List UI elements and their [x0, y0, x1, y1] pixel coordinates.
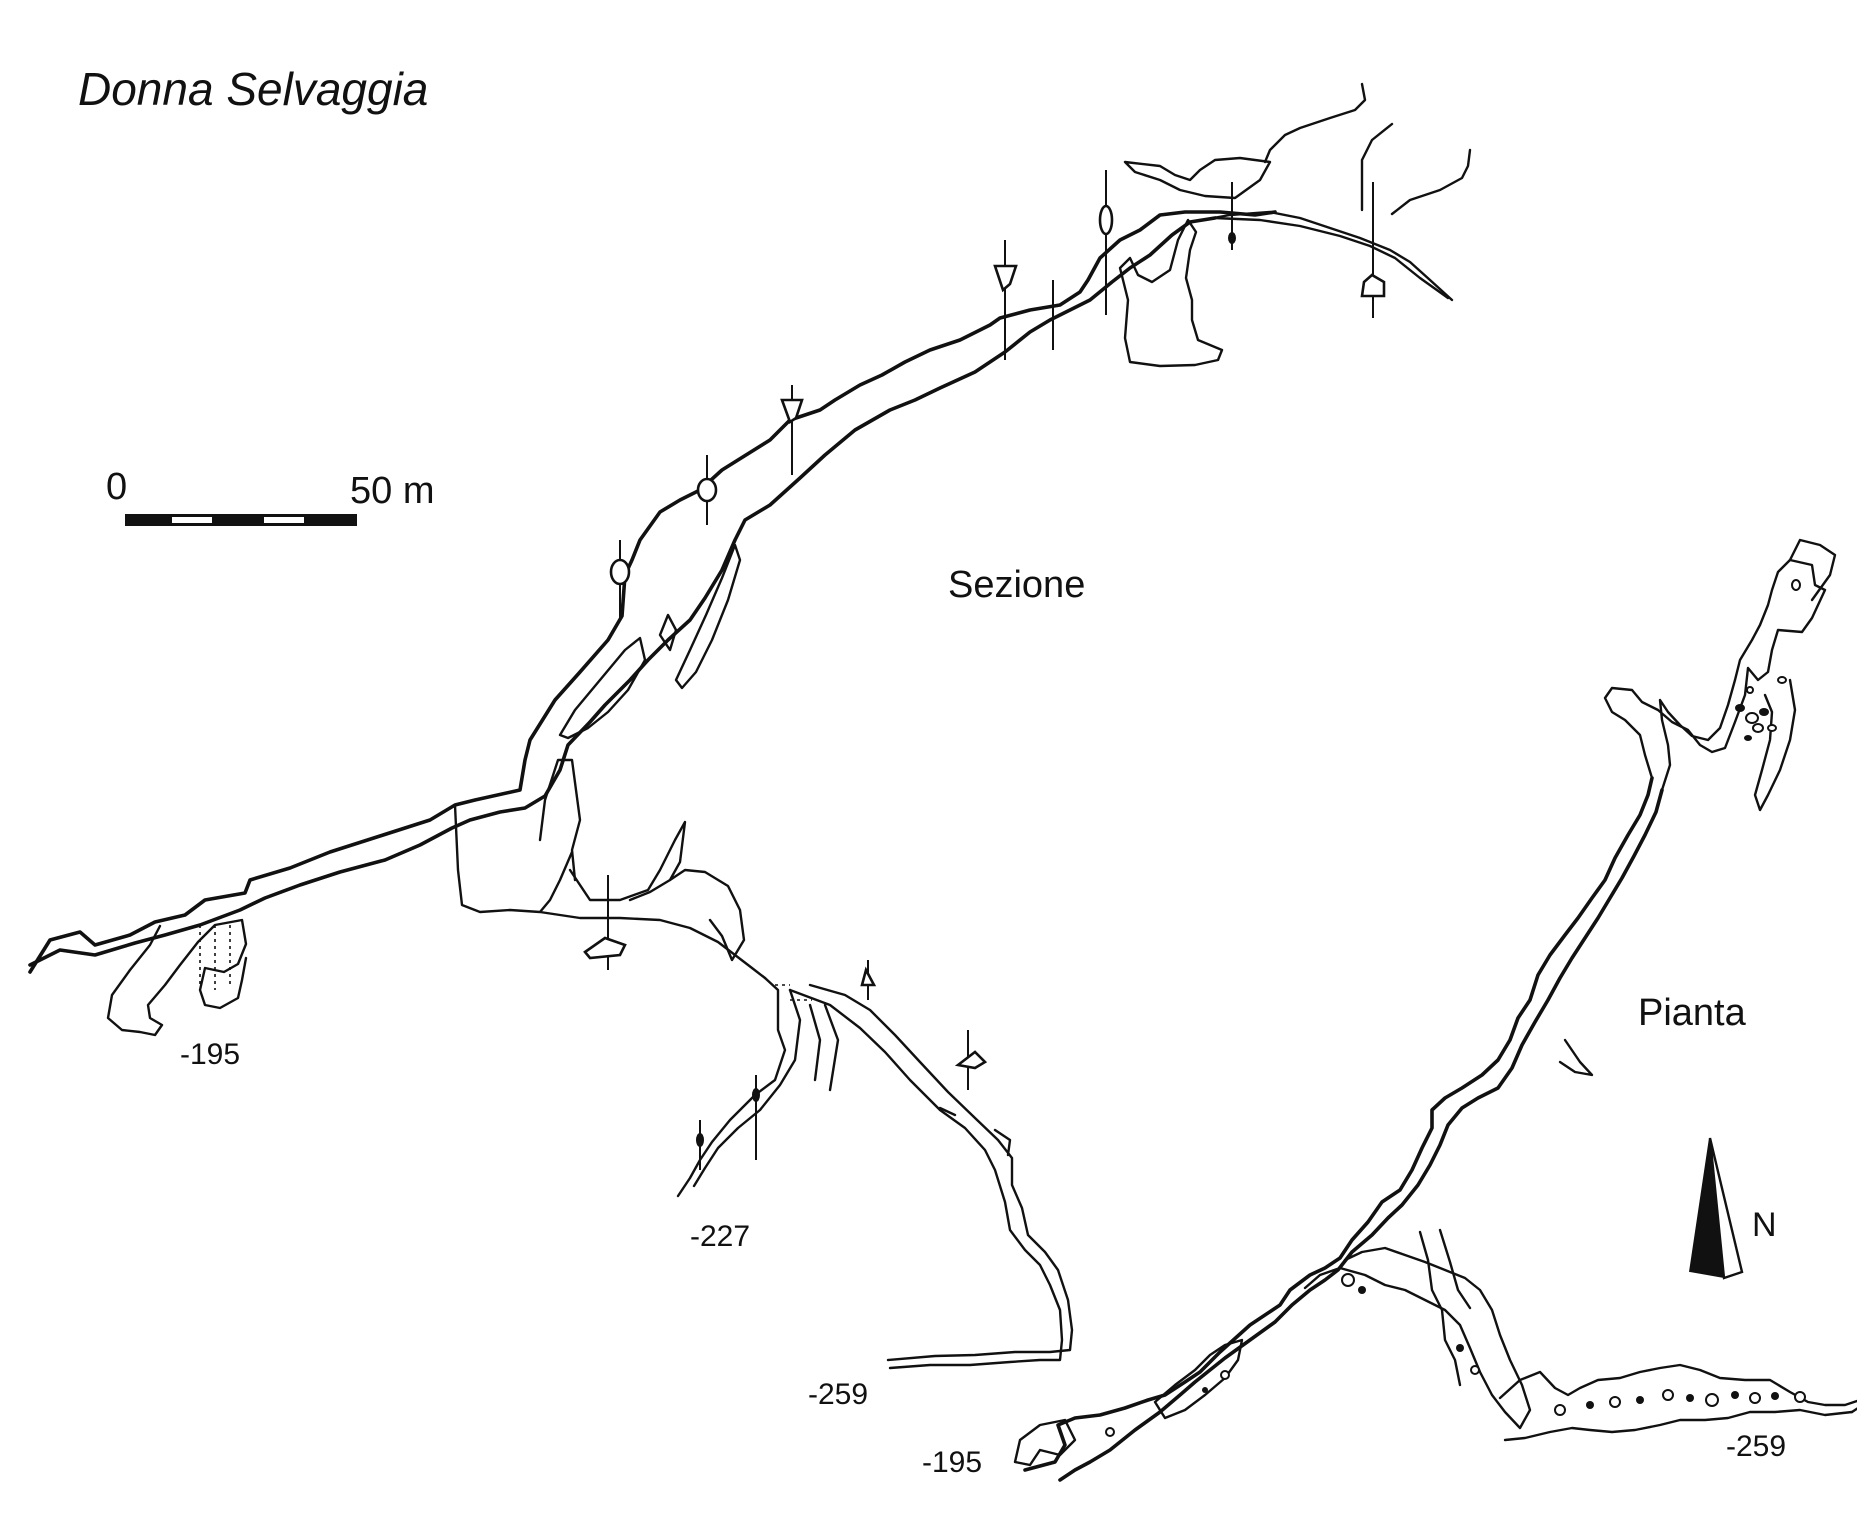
plan-east-boulders — [1105, 1273, 1806, 1437]
section-island-2 — [674, 543, 742, 690]
depth-label-plan-west: -195 — [922, 1446, 983, 1479]
scale-bar-icon — [125, 514, 357, 526]
depth-label-section-west: -195 — [180, 1038, 241, 1071]
plan-north-boulders — [1735, 579, 1801, 741]
cross-section-7 — [1360, 273, 1386, 298]
cross-section-3 — [780, 398, 804, 424]
plan-north-east-tail — [1753, 678, 1797, 812]
section-middle-shafts-2 — [538, 758, 582, 882]
plan-main-passage-west-wall — [1023, 776, 1654, 1472]
cross-section-10 — [954, 1050, 988, 1070]
section-drawing — [28, 82, 1472, 1370]
plan-label: Pianta — [1638, 992, 1746, 1034]
section-east-branch-lower — [1213, 216, 1450, 300]
cross-section-4 — [993, 264, 1018, 293]
scale-end-label: 50 m — [350, 470, 435, 512]
depth-label-section-middle: -227 — [690, 1220, 751, 1253]
section-east-branch — [1188, 210, 1454, 302]
plan-north-lobe — [1788, 538, 1837, 602]
cross-section-9 — [860, 966, 877, 987]
section-descending-branch — [568, 820, 687, 902]
section-island-3 — [658, 613, 678, 652]
plan-east-arm-south-wall — [1503, 1408, 1854, 1442]
plan-far-west-lobe — [1013, 1418, 1077, 1467]
section-right-tail — [938, 1106, 1012, 1157]
cross-section-2 — [696, 477, 718, 503]
plan-north-chamber — [1603, 558, 1827, 792]
cross-section-5 — [1098, 204, 1114, 236]
map-title: Donna Selvaggia — [78, 63, 429, 115]
section-descending-loop — [668, 868, 746, 962]
section-fork-227 — [676, 976, 802, 1198]
section-middle-shafts — [453, 803, 767, 980]
plan-east-arm-north-wall — [1498, 1363, 1857, 1407]
section-label: Sezione — [948, 564, 1086, 606]
section-top-passage — [1263, 82, 1367, 164]
section-right-shaft — [1360, 122, 1472, 216]
plan-west-loop — [1153, 1338, 1244, 1420]
depth-label-section-east: -259 — [808, 1378, 869, 1411]
section-branch-259-inner — [808, 983, 1074, 1362]
section-fork-227-tube — [808, 1003, 840, 1092]
plan-central-junction — [1303, 1246, 1532, 1430]
north-arrow-icon — [1689, 1137, 1744, 1280]
plan-central-shaft-1 — [1418, 1230, 1462, 1387]
section-main-gallery-upper-wall — [28, 210, 1277, 974]
plan-drawing — [1013, 538, 1857, 1482]
cross-section-8 — [583, 936, 627, 960]
plan-east-tail — [1850, 1407, 1857, 1414]
plan-central-shaft-2 — [1438, 1228, 1472, 1310]
cross-section-6 — [1228, 232, 1236, 244]
scale-start-label: 0 — [106, 466, 128, 508]
cross-sections — [583, 170, 1386, 1170]
section-branch-259 — [788, 988, 1064, 1370]
section-west-pit-dashes — [199, 925, 231, 990]
section-upper-loop — [1123, 156, 1272, 200]
section-island-1 — [558, 636, 647, 740]
section-west-pit — [106, 918, 248, 1037]
plan-main-passage-east-wall — [1058, 788, 1664, 1482]
cross-section-11 — [752, 1088, 760, 1102]
section-chamber — [1118, 218, 1224, 368]
cross-section-12 — [696, 1133, 704, 1147]
plan-side-spur — [1558, 1038, 1594, 1077]
section-middle-dashes — [775, 984, 812, 1001]
depth-label-plan-east: -259 — [1726, 1430, 1787, 1463]
cross-section-1 — [609, 558, 631, 586]
north-label: N — [1752, 1206, 1777, 1244]
